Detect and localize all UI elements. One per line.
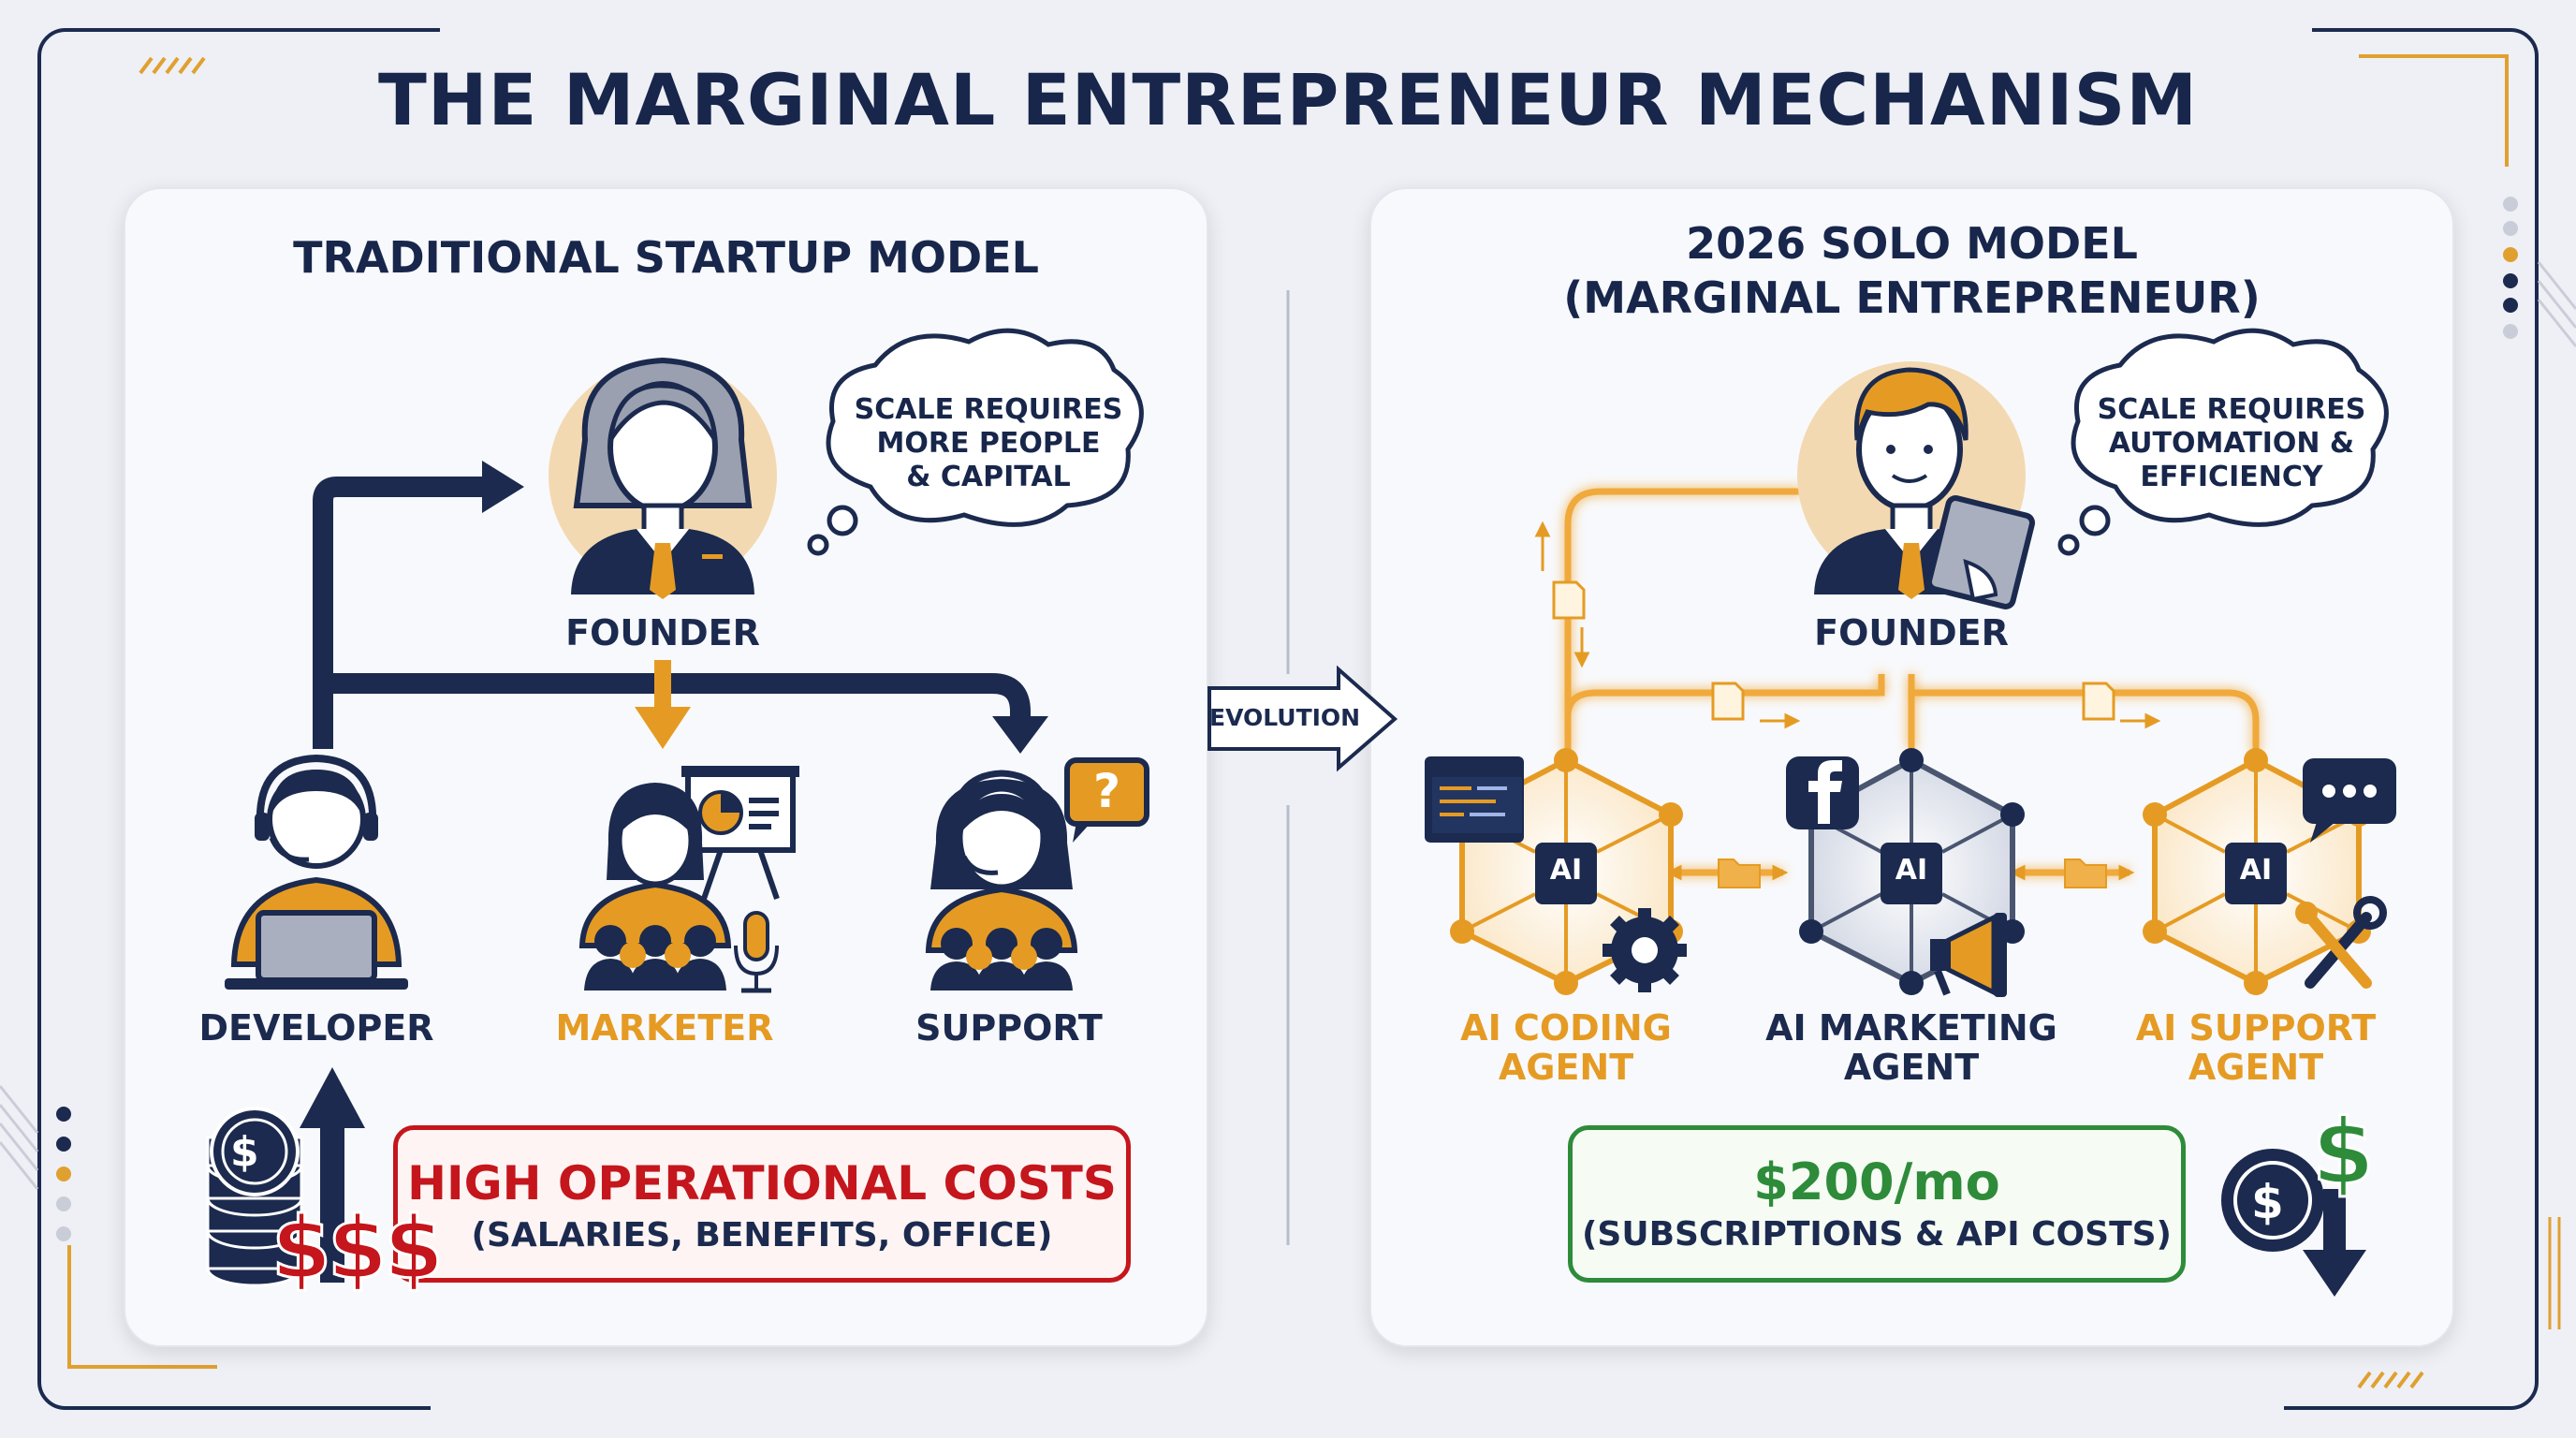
panel-title: TRADITIONAL STARTUP MODEL — [293, 232, 1039, 283]
cost-title: $200/mo — [1753, 1152, 2000, 1211]
founder-label: FOUNDER — [565, 612, 760, 653]
arrow-ticks — [1534, 521, 2161, 729]
solo-founder-avatar — [1797, 361, 2036, 609]
connector-arrows — [313, 477, 1031, 749]
developer-label: DEVELOPER — [198, 1007, 434, 1049]
gold-accent-line — [67, 1245, 71, 1367]
marketer-label: MARKETER — [555, 1007, 774, 1049]
ai-chip-icon: AI — [1895, 854, 1928, 887]
gold-arrow-shaft — [654, 660, 671, 712]
folder-icon — [1718, 858, 2107, 888]
developer-avatar — [225, 754, 408, 990]
frame-gap — [440, 22, 2312, 36]
cost-detail: (SUBSCRIPTIONS & API COSTS) — [1581, 1215, 2173, 1254]
founder-avatar — [549, 357, 777, 599]
arrow-head — [992, 716, 1048, 754]
money-symbol: $ — [2311, 1099, 2377, 1207]
high-cost-box: HIGH OPERATIONAL COSTS (SALARIES, BENEFI… — [393, 1125, 1131, 1283]
evolution-arrow — [1208, 665, 1398, 772]
thought-bubble-text: SCALE REQUIRES MORE PEOPLE & CAPITAL — [854, 393, 1123, 493]
coin-stack-icon — [206, 1067, 365, 1287]
ai-support-agent-hex — [2143, 748, 2396, 995]
ai-marketing-agent-hex — [1786, 748, 2025, 997]
arrow-head — [482, 461, 524, 513]
coin-dollar-symbol: $ — [2251, 1175, 2284, 1229]
coin-down-icon — [2221, 1149, 2366, 1297]
marketer-avatar — [578, 766, 799, 993]
support-label: SUPPORT — [915, 1007, 1103, 1049]
ai-chip-icon: AI — [1549, 854, 1583, 887]
money-symbol: $$$ — [270, 1197, 445, 1300]
evolution-label: EVOLUTION — [1209, 704, 1361, 731]
gold-accent-line — [67, 1365, 217, 1369]
gold-accent-line — [2505, 54, 2509, 167]
cost-title: HIGH OPERATIONAL COSTS — [407, 1156, 1117, 1211]
page-title: THE MARGINAL ENTREPRENEUR MECHANISM — [378, 58, 2198, 141]
panel-title-line2: (MARGINAL ENTREPRENEUR) — [1563, 272, 2261, 323]
low-cost-box: $200/mo (SUBSCRIPTIONS & API COSTS) — [1568, 1125, 2186, 1283]
ai-chip-icon: AI — [2239, 854, 2273, 887]
thought-bubble — [807, 328, 1144, 556]
thought-bubble-text: SCALE REQUIRES AUTOMATION & EFFICIENCY — [2097, 393, 2366, 493]
ai-coding-agent-hex — [1425, 748, 1687, 995]
frame-gap — [431, 1402, 2284, 1416]
thought-bubble — [2057, 328, 2389, 556]
cost-detail: (SALARIES, BENEFITS, OFFICE) — [471, 1216, 1053, 1255]
dollar-coin-icon: $ — [230, 1128, 259, 1176]
panel-title-line1: 2026 SOLO MODEL — [1686, 218, 2138, 269]
gold-arrow-head — [635, 707, 691, 749]
support-avatar — [925, 757, 1149, 990]
solo-founder-label: FOUNDER — [1814, 612, 2009, 653]
question-icon: ? — [1092, 764, 1120, 818]
document-icon — [1552, 580, 2115, 721]
gold-accent-line — [2359, 54, 2509, 58]
